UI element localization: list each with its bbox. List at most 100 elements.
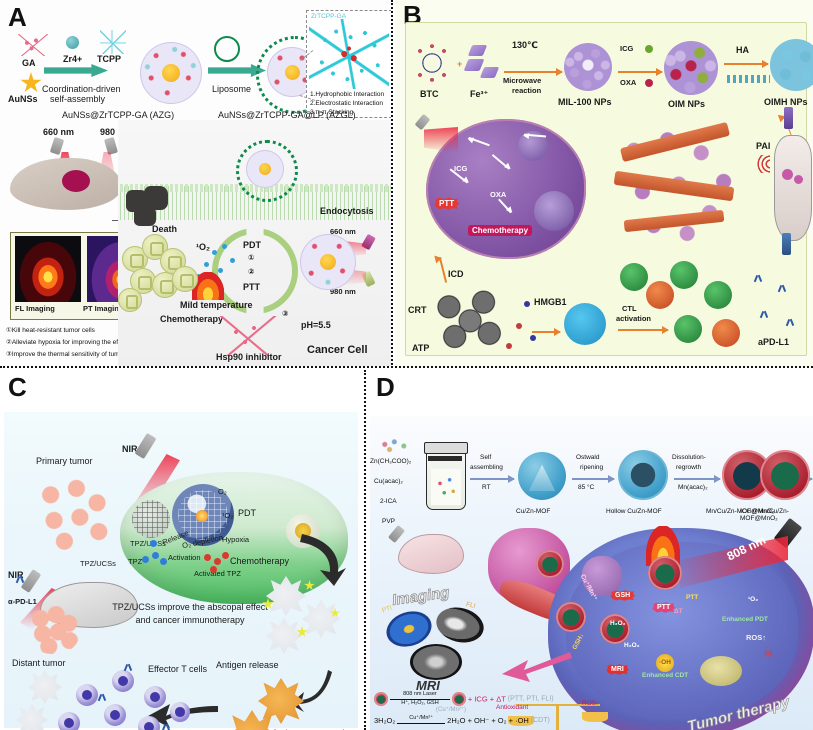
interaction-2: 2.Electrostatic Interaction [310,100,383,107]
chemotherapy-label-c: Chemotherapy [230,556,290,566]
ros-up-label: ROS↑ [746,633,767,642]
panel-c-label: C [8,372,27,402]
cell-laser-660-label: 660 nm [330,227,356,236]
oimh-label: OIMH NPs [764,97,808,107]
icg-mn-cuzn-mof-mno2-particle [760,450,810,500]
tpz-ucss-label-1: TPZ/UCSs [130,539,166,548]
ptt-num: ② [248,267,255,276]
btc-molecule-icon [412,43,452,83]
mouse-tumor [62,170,90,192]
activation-label: Activation [168,553,201,562]
pai-signal-icon [750,155,770,173]
ostwald-line1: Ostwald [576,454,600,461]
antioxidant-label: Antioxidant [496,704,529,711]
hypoxia-label: Hypoxia [222,535,250,544]
aunss-icon [20,72,42,93]
panel-c-canvas: Primary tumor NIR TPZ/UCSs O₂ ¹O₂ PDT Hy… [4,412,358,730]
interaction-3: 3.π-π Stacking [310,109,354,116]
pdt-num: ① [248,253,255,262]
oimh-nanoparticle [770,39,813,91]
mouse-d [398,534,464,574]
self-assembling-line2: assembling [470,464,503,471]
pai-label: PAI [756,141,771,151]
note-2: ②Alleviate hypoxia for improving the eff… [6,339,151,346]
crt-label: CRT [408,305,427,315]
panel-c: C Primary tumor NIR TPZ/UCSs O₂ ¹O₂ PDT [0,370,366,730]
cell-death-skull-icon: ☠ [762,644,775,660]
fl-imaging-label: FL Imaging [15,304,55,313]
mil100-nanoparticle [564,43,612,91]
arrow-to-antigen-release [300,534,346,586]
injection-syringe-bottom [782,233,791,255]
apdl1-label-c: α-PD-L1 [8,597,37,606]
fe-crystal-2 [463,59,485,71]
ros-dot-1 [212,250,217,255]
tumor-cell-orange-2 [712,319,740,347]
ostwald-line2: ripening [580,464,604,471]
ctl-green-2 [670,261,698,289]
eq1-sub: (Cu⁺/Mn²⁺) [436,707,466,713]
tumor-cell-orange-1 [646,281,674,309]
t-cell-antibody-1 [122,664,134,676]
antigen-cell-3 [266,618,302,654]
reagent-pvp-label: PVP [382,518,396,525]
eq2-left: 3H₂O₂ [374,716,396,725]
tpz-label: TPZ [128,557,143,566]
reagent-zn-label: Zn(CH₃COO)₂ [370,458,412,465]
azgl-at-membrane [236,140,298,202]
microwave-line1: Microwave [503,76,542,85]
ostwald-arrow [572,475,615,483]
vial-contents [431,469,461,505]
nucleus-d [700,656,742,686]
panel-a: A GA Zr4+ TCPP AuNSs Coordination-driven… [0,0,393,368]
t-cell-5 [58,712,80,730]
microwave-line2: reaction [512,86,542,95]
tcpp-molecule-icon [100,30,126,54]
ctl-green-4 [674,315,702,343]
chemotherapy-badge: Chemotherapy [468,225,533,236]
imaging-title: Imaging [391,584,451,610]
nanoparticle-in-cell-2 [556,602,586,632]
mouse-c [40,582,138,628]
laser-beam-b [424,127,458,153]
nanoparticle-entering [536,550,564,578]
ros-up-balance-label: ROS↑ [582,700,600,707]
eq1-icon-left [374,692,388,706]
fe-label: Fe³⁺ [470,89,489,99]
hmgb1-label: HMGB1 [534,297,567,307]
antigen-presentation-label: Antigen presentation [272,728,355,730]
injection-syringe-top [784,107,793,129]
eq2-right: 2H₂O + OH⁻ + O₂ + ·OH [447,716,529,725]
ha-polymer-icon [724,75,770,83]
chemotherapy-label: Chemotherapy [160,314,224,324]
fe-crystal-3 [479,67,500,78]
mn-cuzn-mof-mno2-label: Mn/Cu/Zn-MOF@MnO₂ [706,508,775,515]
zr-label: Zr4+ [63,54,83,64]
eq1-right: + ICG + ΔT [467,694,506,704]
inset-title: ZrTCPP-GA [311,13,347,20]
tumor-cell-3 [160,248,186,274]
antigen-star-4 [330,608,340,618]
t-cell-antibody-2 [96,694,108,706]
oxa-dot-icon [645,79,653,87]
antigen-release-label: Antigen release [216,660,279,670]
nir-laser-device-1 [134,432,157,460]
icd-label: ICD [448,269,464,279]
ph-label: pH=5.5 [301,320,331,330]
infiltrated-cell-1 [28,670,62,704]
eq1-icon-right [451,692,466,706]
nanoparticle-in-cell-3 [600,614,630,644]
ga-molecule-icon [18,34,48,56]
gsh-badge-d: GSH [610,590,636,601]
azg-payload [140,42,202,104]
oim-label: OIM NPs [668,99,706,109]
ctl-green-1 [620,263,648,291]
eq2-note: (CDT) [530,717,550,724]
t-cell-8 [170,702,190,722]
apdl1-antibody-icon [14,576,30,592]
balance-post [556,704,559,730]
antigen-star-2 [304,580,315,591]
note-1: ①Kill heat-resistant tumor cells [6,327,95,334]
activated-tpz-dot-4 [210,566,217,573]
